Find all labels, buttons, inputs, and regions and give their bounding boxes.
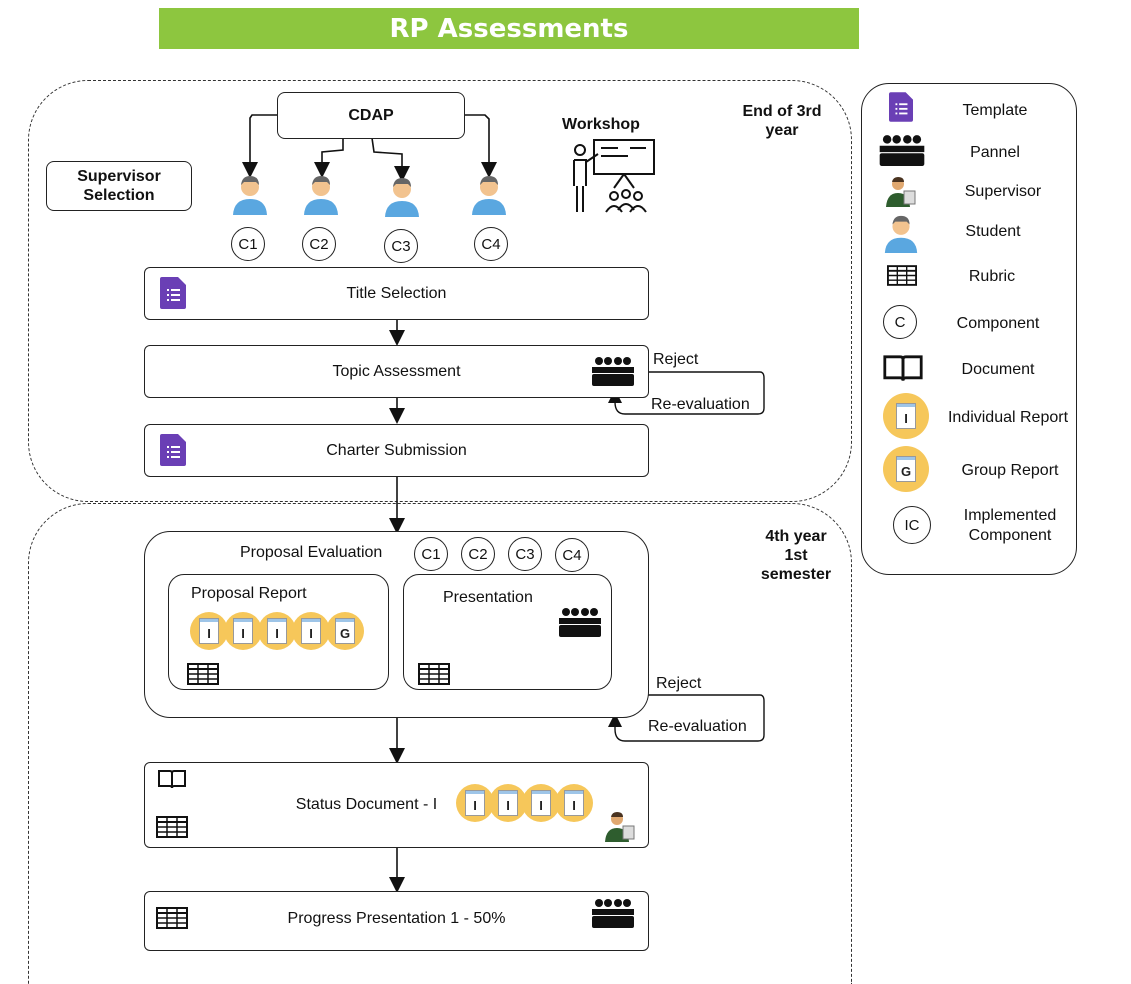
legend-label-template: Template [962, 102, 1028, 119]
region-4th-year [28, 503, 852, 984]
student-icon [884, 215, 918, 253]
component-c3: C3 [508, 537, 542, 571]
rubric-icon [156, 816, 188, 838]
legend-label-rubric: Rubric [968, 268, 1016, 285]
legend-box [861, 83, 1077, 575]
progress-presentation-label: Progress Presentation 1 - 50% [287, 910, 506, 927]
individual-report-badge: I [258, 612, 296, 650]
supervisor-icon [605, 812, 635, 842]
individual-report-badge: I [456, 784, 494, 822]
individual-report-badge: I [555, 784, 593, 822]
rubric-icon [156, 907, 188, 929]
legend-label-student: Student [965, 223, 1021, 240]
template-icon [160, 277, 186, 309]
cdap-box: CDAP [277, 92, 465, 139]
student-icon [233, 176, 267, 215]
title-selection-box: Title Selection [144, 267, 649, 320]
rubric-icon [187, 663, 219, 685]
legend-label-panel: Pannel [970, 144, 1020, 161]
panel-icon [592, 899, 634, 928]
component-c1: C1 [414, 537, 448, 571]
proposal-report-label: Proposal Report [191, 585, 307, 602]
component-c2: C2 [302, 227, 336, 261]
component-c3: C3 [384, 229, 418, 263]
individual-report-badge: I [224, 612, 262, 650]
component-c1: C1 [231, 227, 265, 261]
topic-assessment-box: Topic Assessment [144, 345, 649, 398]
workshop-label: Workshop [562, 116, 640, 133]
document-icon [883, 355, 923, 381]
status-document-label: Status Document - I [295, 796, 438, 813]
group-report-badge: G [326, 612, 364, 650]
individual-report-badge: I [522, 784, 560, 822]
student-icon [304, 176, 338, 215]
component-c2: C2 [461, 537, 495, 571]
rubric-icon [418, 663, 450, 685]
legend-label-individual-report: Individual Report [947, 409, 1069, 426]
panel-icon [592, 357, 634, 386]
group-report-icon: G [883, 446, 929, 492]
legend-label-document: Document [961, 361, 1035, 378]
document-icon [158, 770, 186, 789]
panel-icon [559, 608, 601, 637]
individual-report-badge: I [489, 784, 527, 822]
reject-label-1: Reject [653, 351, 699, 368]
region-3rd-year [28, 80, 852, 502]
implemented-component-icon: IC [893, 506, 931, 544]
student-icon [385, 178, 419, 217]
template-icon [889, 92, 913, 122]
component-c4: C4 [555, 538, 589, 572]
workshop-icon [573, 139, 655, 213]
charter-submission-label: Charter Submission [326, 441, 467, 459]
legend-label-group-report: Group Report [961, 462, 1059, 479]
component-c4: C4 [474, 227, 508, 261]
individual-report-badge: I [190, 612, 228, 650]
student-icon [472, 176, 506, 215]
individual-report-badge: I [292, 612, 330, 650]
rubric-icon [887, 265, 917, 286]
supervisor-icon [886, 177, 916, 207]
presentation-label: Presentation [443, 589, 533, 606]
proposal-evaluation-label: Proposal Evaluation [240, 544, 383, 561]
charter-submission-box: Charter Submission [144, 424, 649, 477]
title-selection-label: Title Selection [346, 284, 447, 302]
panel-icon [879, 135, 925, 166]
page-title: RP Assessments [159, 8, 859, 49]
template-icon [160, 434, 186, 466]
reevaluation-label-2: Re-evaluation [648, 718, 747, 735]
individual-report-icon: I [883, 393, 929, 439]
reject-label-2: Reject [656, 675, 702, 692]
component-icon: C [883, 305, 917, 339]
legend-label-supervisor: Supervisor [964, 183, 1042, 200]
legend-label-component: Component [956, 315, 1040, 332]
topic-assessment-label: Topic Assessment [332, 362, 461, 380]
progress-presentation-box: Progress Presentation 1 - 50% [144, 891, 649, 951]
reevaluation-label-1: Re-evaluation [651, 396, 750, 413]
